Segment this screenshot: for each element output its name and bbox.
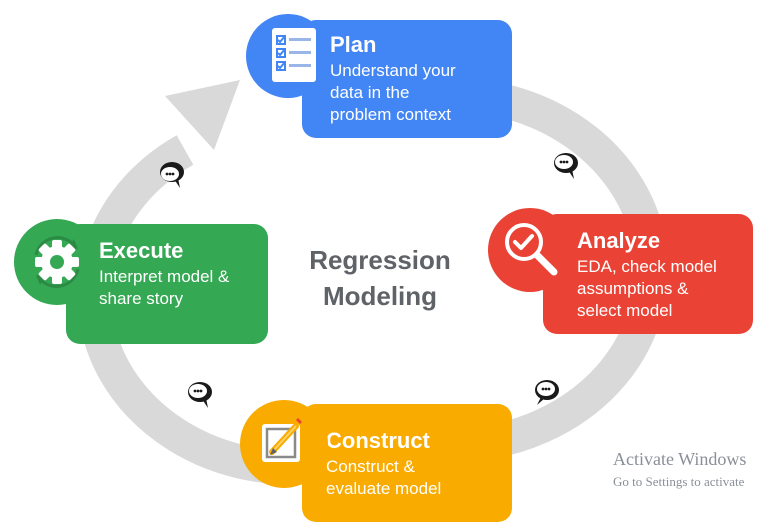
activate-windows-hint: Go to Settings to activate [613,474,745,489]
plan-desc-line: problem context [330,105,451,124]
activate-windows-watermark: Activate Windows [613,449,747,469]
gear-cycle-icon [34,236,80,288]
plan-desc-line: Understand your [330,61,456,80]
analyze-badge [488,208,572,292]
analyze-desc-line: EDA, check model [577,257,717,276]
execute-badge [14,219,100,305]
analyze-card: Analyze EDA, check model assumptions & s… [543,214,753,334]
chat-bubble-icon [188,382,212,408]
construct-title: Construct [326,428,430,453]
pencil-square-icon [262,418,302,462]
magnifier-check-icon [505,223,558,276]
execute-desc-line: Interpret model & [99,267,230,286]
chat-bubble-icon [160,162,184,188]
construct-card: Construct Construct & evaluate model [302,404,512,522]
execute-card: Execute Interpret model & share story [66,224,268,344]
analyze-desc-line: assumptions & [577,279,689,298]
checklist-icon [272,28,316,82]
analyze-desc-line: select model [577,301,673,320]
plan-badge [246,14,330,98]
execute-desc-line: share story [99,289,184,308]
diagram-title: Regression Modeling [292,242,468,314]
execute-title: Execute [99,238,184,263]
construct-badge [240,400,328,488]
cycle-arrowhead [165,80,240,150]
construct-desc-line: Construct & [326,457,415,476]
diagram-title-line: Regression [309,245,451,275]
plan-desc-line: data in the [330,83,410,102]
plan-title: Plan [330,32,377,57]
construct-desc-line: evaluate model [326,479,442,498]
plan-card: Plan Understand your data in the problem… [302,20,512,138]
diagram-title-line: Modeling [322,281,438,311]
chat-bubble-icon [554,153,578,179]
chat-bubble-icon [535,380,559,405]
analyze-title: Analyze [577,228,661,253]
